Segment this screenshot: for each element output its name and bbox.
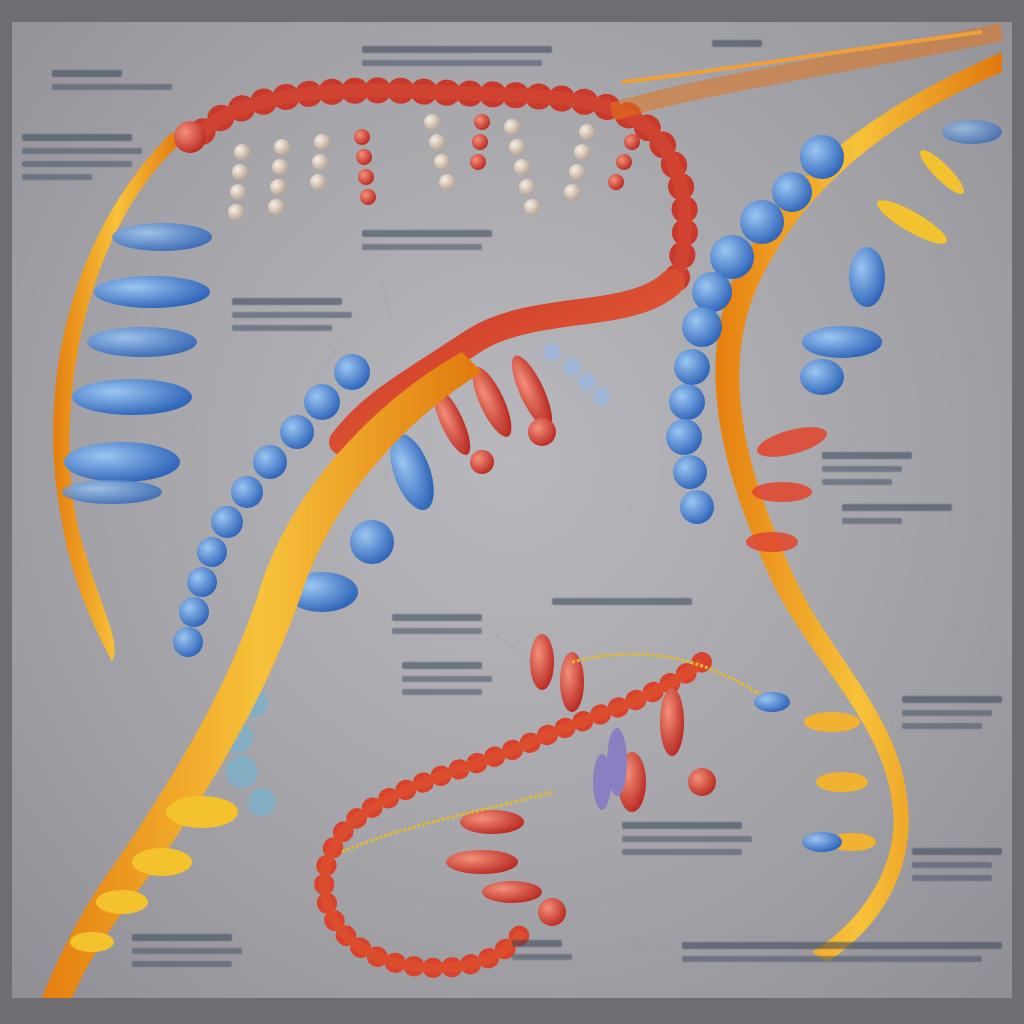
annotation-text-line (22, 134, 132, 141)
annotation-text-line (402, 676, 492, 682)
annotation-label (712, 40, 762, 54)
left-blue-rungs (62, 223, 212, 504)
annotation-text-line (392, 628, 482, 634)
diagram-panel (12, 22, 1012, 998)
annotation-label (842, 504, 952, 531)
left-backbone-ribbon (53, 132, 182, 662)
center-backbone-ribbon (42, 352, 482, 998)
annotation-label (362, 46, 552, 73)
annotation-label (402, 662, 492, 702)
middle-red-rungs (433, 355, 556, 474)
annotation-text-line (132, 934, 232, 941)
annotation-text-line (402, 662, 482, 669)
annotation-text-line (552, 598, 692, 605)
annotation-text-line (232, 312, 352, 318)
annotation-text-line (842, 518, 902, 524)
annotation-label (52, 70, 172, 97)
annotation-text-line (52, 70, 122, 77)
annotation-text-line (22, 174, 92, 180)
annotation-text-line (682, 942, 1002, 949)
dna-illustration (42, 23, 1004, 998)
annotation-text-line (362, 46, 552, 53)
annotation-text-line (912, 875, 992, 881)
annotation-label (912, 848, 1002, 888)
annotation-text-line (912, 862, 992, 868)
annotation-label (392, 614, 482, 641)
annotation-text-line (52, 84, 172, 90)
annotation-text-line (822, 466, 902, 472)
annotation-label (232, 298, 352, 338)
annotation-label (552, 598, 692, 612)
annotation-text-line (512, 954, 572, 960)
annotation-label (132, 934, 242, 974)
annotation-text-line (132, 961, 232, 967)
annotation-text-line (132, 948, 242, 954)
annotation-text-line (512, 940, 562, 947)
annotation-text-line (392, 614, 482, 621)
middle-red-band (329, 269, 685, 455)
leader-lines (121, 111, 913, 953)
annotation-text-line (822, 479, 892, 485)
annotation-text-line (402, 689, 482, 695)
annotation-label (622, 822, 752, 862)
annotation-label (822, 452, 912, 492)
lower-left-yellow-rungs (70, 796, 238, 952)
right-blue-rungs (666, 120, 1002, 524)
annotation-text-line (902, 723, 982, 729)
annotation-label (512, 940, 572, 967)
annotation-label (22, 134, 142, 187)
annotation-text-line (902, 710, 992, 716)
annotation-text-line (232, 325, 332, 331)
annotation-label (902, 696, 1002, 736)
annotation-text-line (362, 60, 542, 66)
annotation-text-line (362, 230, 492, 237)
annotation-text-line (682, 956, 982, 962)
annotation-text-line (842, 504, 952, 511)
annotation-label (682, 942, 1002, 969)
annotation-text-line (902, 696, 1002, 703)
annotation-text-line (22, 148, 142, 154)
annotation-text-line (622, 836, 752, 842)
annotation-text-line (712, 40, 762, 47)
annotation-text-line (232, 298, 342, 305)
annotation-text-line (622, 849, 742, 855)
annotation-text-line (912, 848, 1002, 855)
annotation-text-line (22, 161, 132, 167)
annotation-text-line (822, 452, 912, 459)
hanging-bead-strands (228, 114, 595, 220)
annotation-label (362, 230, 492, 257)
annotation-text-line (362, 244, 482, 250)
annotation-text-line (622, 822, 742, 829)
